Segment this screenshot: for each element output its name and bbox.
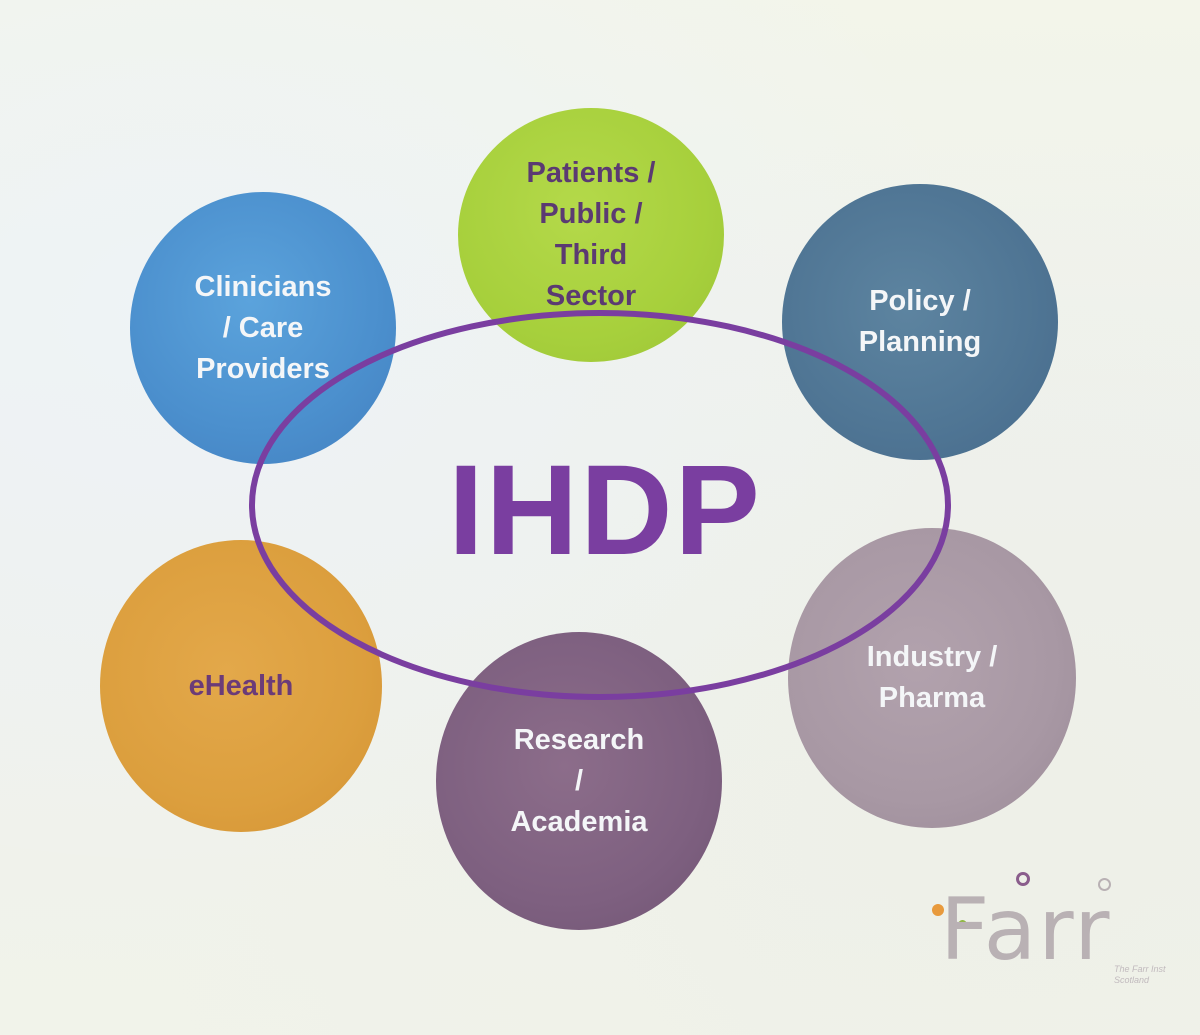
node-label: Policy / Planning — [858, 285, 982, 358]
logo-dot-ring — [1016, 872, 1030, 886]
node-label: Research / Academia — [510, 723, 648, 838]
logo-dot-green — [958, 920, 967, 929]
farr-logo: Farr The Farr Inst Scotland — [918, 868, 1168, 1018]
center-ellipse — [249, 310, 951, 700]
node-industry-pharma: Industry / Pharma — [788, 528, 1076, 828]
logo-dot-orange — [932, 904, 944, 916]
node-label: Industry / Pharma — [866, 641, 998, 714]
node-label: Patients / Public / Third Sector — [526, 157, 656, 312]
node-research-academia: Research / Academia — [436, 632, 722, 930]
center-title: IHDP — [448, 438, 762, 582]
logo-wordmark: Farr — [940, 880, 1112, 980]
logo-tagline: The Farr Inst Scotland — [1114, 964, 1166, 985]
node-clinicians-care-providers: Clinicians / Care Providers — [130, 192, 396, 464]
node-label: Clinicians / Care Providers — [194, 270, 332, 385]
node-policy-planning: Policy / Planning — [782, 184, 1058, 460]
logo-dot-grey — [1098, 878, 1111, 891]
node-label: eHealth — [188, 669, 294, 702]
node-ehealth: eHealth — [100, 540, 382, 832]
